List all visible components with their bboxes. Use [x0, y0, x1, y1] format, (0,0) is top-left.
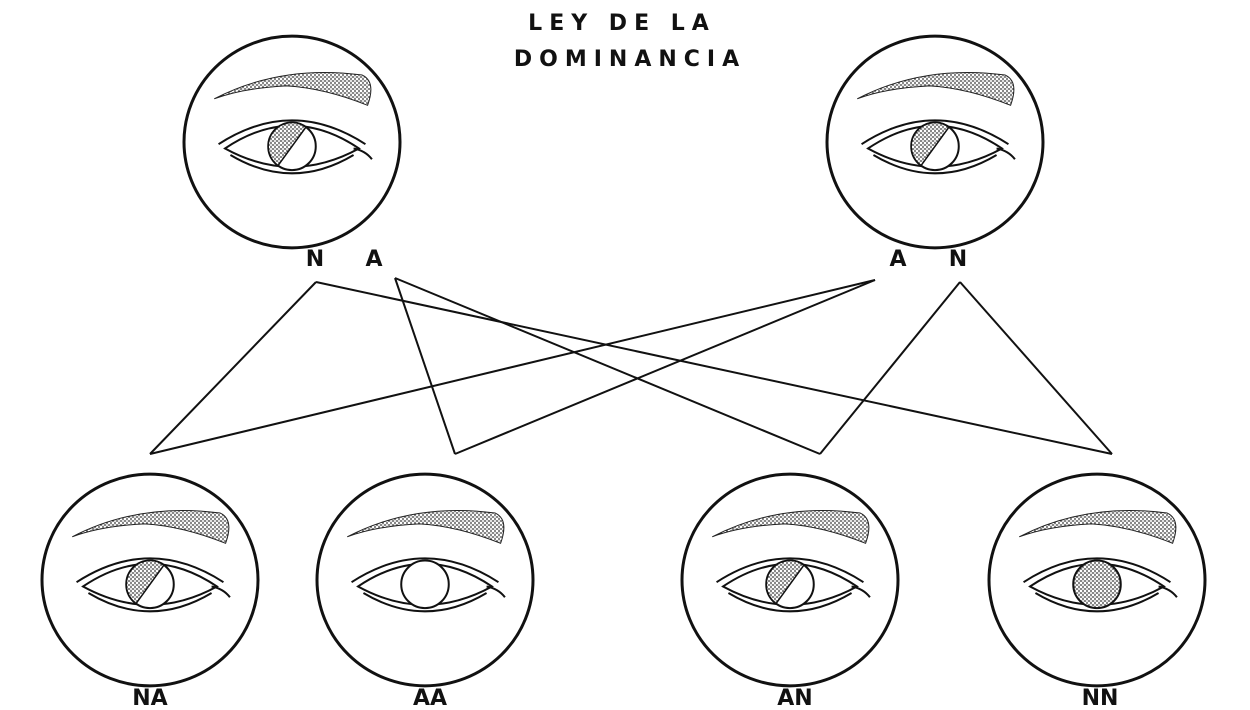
offspring-eye-aa [317, 474, 533, 686]
parent-2-allele-2: N [949, 247, 967, 272]
parent-eye-1 [184, 36, 400, 248]
offspring-label-an: AN [777, 686, 812, 710]
cross-line-a-to-aa [395, 278, 455, 454]
cross-line-n2-to-nn [960, 282, 1112, 454]
parent-eye-2 [827, 36, 1043, 248]
offspring-eye-an [682, 474, 898, 686]
offspring-eye-na [42, 474, 258, 686]
offspring-label-nn: NN [1082, 686, 1119, 710]
eyebrow-icon [347, 510, 504, 543]
cross-line-a2-to-na [150, 280, 875, 454]
eye-corner-line [1159, 586, 1177, 597]
offspring-label-aa: AA [413, 686, 447, 710]
parent-1-allele-1: N [306, 247, 324, 272]
cross-line-n2-to-an [820, 282, 960, 454]
cross-line-n-to-na [150, 282, 316, 454]
eye-corner-line [852, 586, 870, 597]
parent-2-allele-1: A [889, 247, 906, 272]
eye-corner-line [487, 586, 505, 597]
eyebrow-icon [214, 72, 371, 105]
cross-line-a-to-an [395, 278, 820, 454]
eyebrow-icon [1019, 510, 1176, 543]
eyebrow-icon [712, 510, 869, 543]
cross-line-n-to-nn [316, 282, 1112, 454]
iris-dark-icon [1073, 561, 1121, 609]
offspring-label-na: NA [132, 686, 167, 710]
eyebrow-icon [857, 72, 1014, 105]
eye-corner-line [354, 148, 372, 159]
iris-light-icon [401, 561, 449, 609]
eye-corner-line [997, 148, 1015, 159]
diagram-title-line-1: LEY DE LA [528, 11, 716, 36]
eye-corner-line [212, 586, 230, 597]
diagram-title-line-2: DOMINANCIA [514, 47, 746, 72]
offspring-eye-nn [989, 474, 1205, 686]
cross-line-a2-to-aa [455, 280, 875, 454]
cross-lines [150, 278, 1112, 454]
parent-1-allele-2: A [365, 247, 382, 272]
eyebrow-icon [72, 510, 229, 543]
